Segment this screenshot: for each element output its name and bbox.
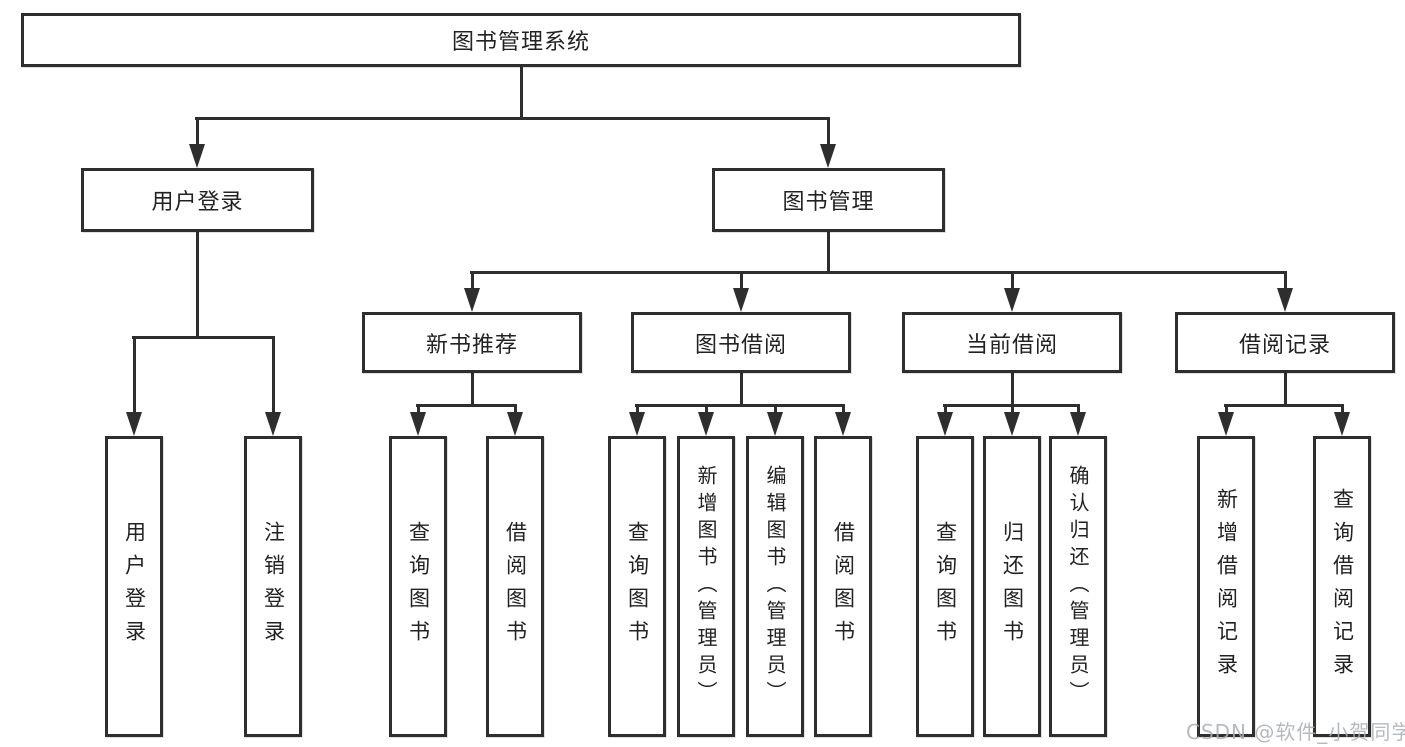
- edge-line: [271, 337, 275, 415]
- edge-line: [132, 337, 136, 415]
- leaf-current-confirm-admin: 确认归还（管理员）: [1049, 436, 1107, 737]
- arrow-down-icon: [733, 288, 749, 312]
- leaf-borrow-edit-admin-label: 编辑图书（管理员）: [763, 465, 787, 708]
- leaf-records-query-label: 查询借阅记录: [1330, 487, 1355, 686]
- edge-line: [195, 116, 830, 120]
- edge-line: [132, 335, 275, 339]
- leaf-current-query: 查询图书: [916, 436, 974, 737]
- edge-line: [470, 373, 474, 407]
- edge-line: [1340, 405, 1344, 415]
- arrow-down-icon: [629, 412, 645, 436]
- leaf-newbook-query-label: 查询图书: [406, 520, 431, 653]
- leaf-borrow-edit-admin: 编辑图书（管理员）: [746, 436, 804, 737]
- leaf-newbook-borrow-label: 借阅图书: [503, 520, 528, 653]
- arrow-down-icon: [265, 412, 281, 436]
- arrow-down-icon: [1334, 412, 1350, 436]
- leaf-user-login: 用户登录: [105, 436, 163, 737]
- leaf-logout: 注销登录: [244, 436, 302, 737]
- node-user-login-label: 用户登录: [151, 190, 244, 215]
- edge-line: [1010, 405, 1014, 415]
- edge-line: [195, 118, 199, 147]
- leaf-current-confirm-admin-label: 确认归还（管理员）: [1066, 465, 1090, 708]
- leaf-borrow-query-label: 查询图书: [625, 520, 650, 653]
- watermark: CSDN @软件_小贺同学: [1186, 720, 1405, 744]
- edge-line: [1224, 405, 1228, 415]
- edge-line: [704, 405, 708, 415]
- edge-line: [416, 403, 517, 407]
- leaf-user-login-label: 用户登录: [122, 520, 147, 653]
- edge-line: [739, 373, 743, 407]
- edge-line: [470, 272, 474, 289]
- node-book-borrow: 图书借阅: [631, 312, 851, 373]
- node-current-borrow-label: 当前借阅: [965, 332, 1058, 358]
- edge-line: [635, 405, 639, 415]
- node-book-borrow-label: 图书借阅: [694, 332, 787, 358]
- node-root: 图书管理系统: [21, 13, 1021, 67]
- edge-line: [841, 405, 845, 415]
- edge-line: [773, 405, 777, 415]
- edge-line: [513, 405, 517, 415]
- leaf-borrow-add-admin-label: 新增图书（管理员）: [694, 465, 718, 708]
- node-book-management-label: 图书管理: [782, 190, 875, 215]
- edge-line: [1010, 373, 1014, 407]
- arrow-down-icon: [507, 412, 523, 436]
- edge-line: [1224, 403, 1344, 407]
- arrow-down-icon: [126, 412, 142, 436]
- edge-line: [195, 232, 199, 338]
- edge-line: [739, 272, 743, 289]
- leaf-current-return: 归还图书: [983, 436, 1041, 737]
- node-current-borrow: 当前借阅: [902, 312, 1122, 373]
- arrow-down-icon: [835, 412, 851, 436]
- arrow-down-icon: [1218, 412, 1234, 436]
- arrow-down-icon: [1004, 412, 1020, 436]
- edge-line: [1283, 373, 1287, 407]
- edge-line: [470, 270, 1287, 274]
- leaf-borrow-borrow-label: 借阅图书: [831, 520, 856, 653]
- edge-line: [1076, 405, 1080, 415]
- leaf-records-add-label: 新增借阅记录: [1214, 487, 1239, 686]
- edge-line: [1283, 272, 1287, 289]
- arrow-down-icon: [189, 144, 205, 168]
- node-new-book-recommend-label: 新书推荐: [425, 332, 518, 358]
- leaf-records-add: 新增借阅记录: [1197, 436, 1255, 737]
- edge-line: [826, 232, 830, 274]
- edge-line: [1010, 272, 1014, 289]
- node-borrow-records-label: 借阅记录: [1238, 332, 1331, 358]
- arrow-down-icon: [698, 412, 714, 436]
- leaf-newbook-borrow: 借阅图书: [486, 436, 544, 737]
- node-root-label: 图书管理系统: [451, 30, 590, 55]
- edge-line: [519, 67, 523, 119]
- arrow-down-icon: [937, 412, 953, 436]
- arrow-down-icon: [410, 412, 426, 436]
- edge-line: [826, 118, 830, 147]
- arrow-down-icon: [820, 144, 836, 168]
- arrow-down-icon: [1004, 288, 1020, 312]
- edge-line: [635, 403, 845, 407]
- arrow-down-icon: [1070, 412, 1086, 436]
- node-book-management: 图书管理: [712, 168, 945, 232]
- arrow-down-icon: [464, 288, 480, 312]
- node-user-login: 用户登录: [81, 168, 314, 232]
- arrow-down-icon: [767, 412, 783, 436]
- edge-line: [943, 405, 947, 415]
- leaf-current-query-label: 查询图书: [933, 520, 958, 653]
- leaf-newbook-query: 查询图书: [389, 436, 447, 737]
- leaf-borrow-query: 查询图书: [608, 436, 666, 737]
- leaf-borrow-add-admin: 新增图书（管理员）: [677, 436, 735, 737]
- arrow-down-icon: [1277, 288, 1293, 312]
- leaf-current-return-label: 归还图书: [1000, 520, 1025, 653]
- node-borrow-records: 借阅记录: [1175, 312, 1395, 373]
- edge-line: [416, 405, 420, 415]
- leaf-logout-label: 注销登录: [261, 520, 286, 653]
- leaf-records-query: 查询借阅记录: [1313, 436, 1371, 737]
- edge-line: [943, 403, 1080, 407]
- leaf-borrow-borrow: 借阅图书: [814, 436, 872, 737]
- node-new-book-recommend: 新书推荐: [362, 312, 582, 373]
